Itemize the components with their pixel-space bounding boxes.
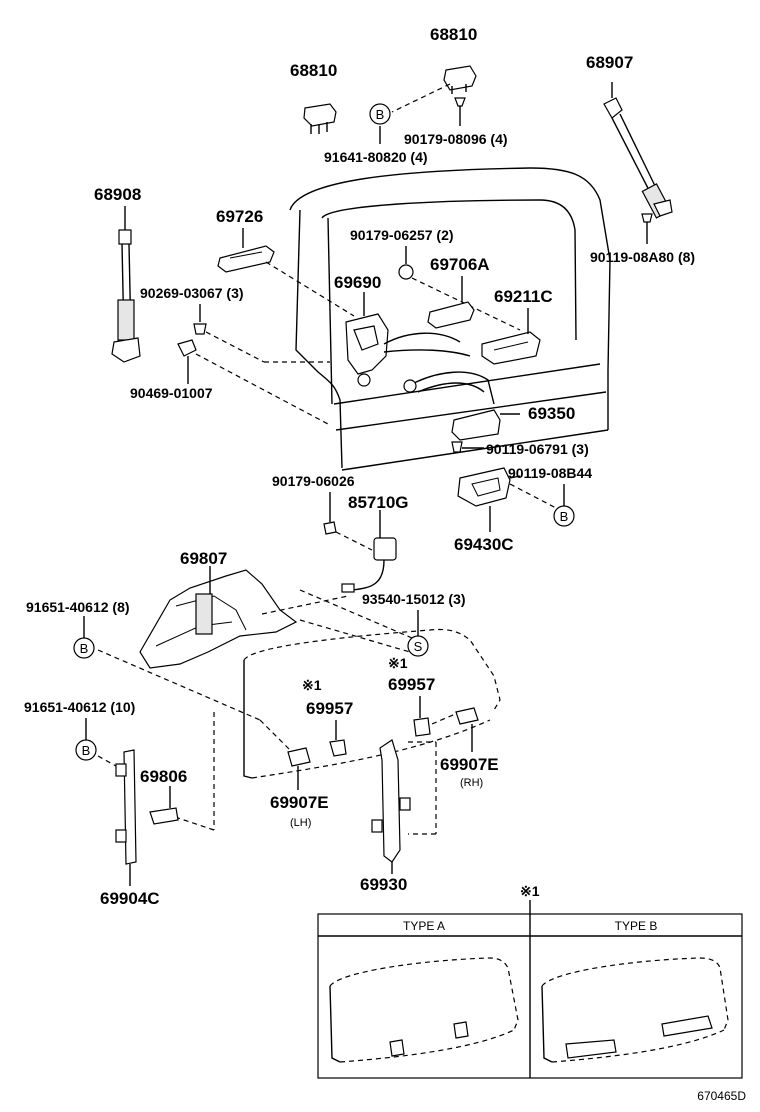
type-a-header: TYPE A xyxy=(403,919,445,933)
type-b-glass xyxy=(541,957,729,1063)
svg-text:B: B xyxy=(80,641,89,656)
label-lh: (LH) xyxy=(290,817,311,829)
label-93540-15012: 93540-15012 (3) xyxy=(362,591,466,607)
label-69806: 69806 xyxy=(140,767,187,786)
label-90469-01007: 90469-01007 xyxy=(130,385,213,401)
label-90179-08096: 90179-08096 (4) xyxy=(404,131,508,147)
part-69726 xyxy=(217,245,275,273)
label-69726: 69726 xyxy=(216,207,263,226)
label-90179-06257: 90179-06257 (2) xyxy=(350,227,454,243)
label-mark-69957-left: ※1 xyxy=(302,677,322,693)
part-69806 xyxy=(149,807,179,825)
bolt-90179-06026 xyxy=(323,521,337,535)
part-85710G-motor xyxy=(341,537,397,593)
label-90179-06026: 90179-06026 xyxy=(272,473,355,489)
part-68908-strut xyxy=(111,229,141,363)
svg-text:B: B xyxy=(82,743,91,758)
type-a-glass xyxy=(329,957,519,1063)
label-69350: 69350 xyxy=(528,404,575,423)
label-69907E-lh: 69907E xyxy=(270,793,329,812)
callout-b-channel: B xyxy=(75,739,97,761)
callout-b-hinge: B xyxy=(73,637,95,659)
part-68907-strut xyxy=(603,97,673,219)
label-90119-08B44: 90119-08B44 xyxy=(508,465,592,481)
label-69957-left: 69957 xyxy=(306,699,353,718)
part-69907E-lh xyxy=(287,747,311,767)
label-69904C: 69904C xyxy=(100,889,160,908)
glass-outline xyxy=(243,628,501,779)
part-69430C xyxy=(457,467,511,507)
part-69807-hinge xyxy=(139,569,298,669)
label-68907: 68907 xyxy=(586,53,633,72)
part-69957-left xyxy=(329,739,347,757)
part-69930 xyxy=(371,739,411,863)
label-68810-left: 68810 xyxy=(290,61,337,80)
bolt-90179-08096 xyxy=(454,97,466,126)
bolt-90179-06257 xyxy=(398,264,414,280)
label-mark-type-table: ※1 xyxy=(520,883,540,899)
wire-harness-69350 xyxy=(403,371,495,405)
type-table: ※1 TYPE A TYPE B xyxy=(317,883,743,1079)
label-rh: (RH) xyxy=(460,777,483,789)
part-69957-right xyxy=(413,717,431,737)
part-68810-right xyxy=(443,65,477,94)
back-door-outline xyxy=(289,167,611,471)
part-69211C xyxy=(481,331,541,365)
callout-b-latch: B xyxy=(553,505,575,527)
svg-text:B: B xyxy=(376,107,385,122)
label-68908: 68908 xyxy=(94,185,141,204)
part-68810-left xyxy=(303,103,337,134)
label-90119-08A80: 90119-08A80 (8) xyxy=(590,249,695,265)
type-b-header: TYPE B xyxy=(615,919,658,933)
label-68810-right: 68810 xyxy=(430,25,477,44)
part-69706A xyxy=(427,301,475,329)
svg-text:S: S xyxy=(414,639,423,654)
part-69907E-rh xyxy=(455,707,479,725)
part-69904C xyxy=(115,749,137,865)
label-69430C: 69430C xyxy=(454,535,514,554)
bolt-90119-08A80 xyxy=(641,213,653,244)
callout-b-top: B xyxy=(369,103,391,125)
part-69690-lock xyxy=(345,313,471,387)
callout-s: S xyxy=(407,635,429,657)
label-69907E-rh: 69907E xyxy=(440,755,499,774)
svg-text:B: B xyxy=(560,509,569,524)
part-69350 xyxy=(451,409,501,441)
bolt-90119-06791 xyxy=(451,441,463,453)
label-mark-69957-right: ※1 xyxy=(388,655,408,671)
label-90119-06791: 90119-06791 (3) xyxy=(486,441,589,457)
label-69706A: 69706A xyxy=(430,255,490,274)
label-85710G: 85710G xyxy=(348,493,409,512)
label-90269-03067: 90269-03067 (3) xyxy=(140,285,244,301)
label-69690: 69690 xyxy=(334,273,381,292)
label-69211C: 69211C xyxy=(494,287,553,306)
label-91641-80820: 91641-80820 (4) xyxy=(324,149,428,165)
label-91651-40612-8: 91651-40612 (8) xyxy=(26,599,130,615)
bolt-90469-01007 xyxy=(177,339,197,357)
label-69930: 69930 xyxy=(360,875,407,894)
label-91651-40612-10: 91651-40612 (10) xyxy=(24,699,135,715)
label-69807: 69807 xyxy=(180,549,227,568)
label-69957-right: 69957 xyxy=(388,675,435,694)
bolt-90269-03067 xyxy=(193,323,207,335)
diagram-code: 670465D xyxy=(697,1089,746,1103)
